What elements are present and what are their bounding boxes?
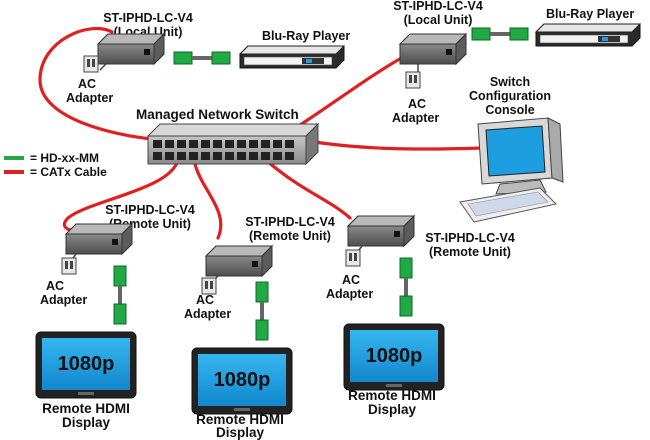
display-1-resolution: 1080p [58, 353, 115, 375]
local-unit-1-adapter-icon [83, 55, 99, 73]
remote-unit-2-adapter-l2: Adapter [184, 307, 231, 321]
console-label-3: Console [485, 103, 534, 117]
remote-unit-3-device [347, 215, 415, 247]
local-unit-2-adapter-l2: Adapter [392, 111, 439, 125]
remote-display-1: 1080p Remote HDMI Display [35, 331, 137, 430]
legend: = HD-xx-MM = CATx Cable [4, 151, 107, 179]
remote-display-3: 1080p Remote HDMI Display [343, 323, 445, 417]
cable-switch-remote2 [192, 158, 223, 240]
display-2-label-2: Display [216, 425, 265, 440]
local-unit-1-adapter-l1: AC [78, 77, 96, 91]
remote-unit-1-adapter-l1: AC [46, 279, 64, 293]
console-label-2: Configuration [469, 89, 551, 103]
monitor-icon [477, 117, 564, 195]
remote-unit-1-model: ST-IPHD-LC-V4 [105, 203, 195, 217]
switch-title: Managed Network Switch [136, 107, 299, 122]
remote-unit-2-hdmi-cable [255, 281, 269, 341]
local-unit-2-hdmi-cable [471, 27, 529, 41]
display-3-resolution: 1080p [366, 345, 423, 367]
display-2-label-1: Remote HDMI [196, 412, 284, 427]
remote-unit-3-adapter-icon [345, 249, 361, 267]
display-3-label-1: Remote HDMI [348, 388, 436, 403]
local-unit-1-device [97, 33, 165, 65]
bluray-1-label: Blu-Ray Player [262, 29, 350, 43]
remote-display-2: 1080p Remote HDMI Display [191, 347, 293, 440]
remote-unit-2: ST-IPHD-LC-V4 (Remote Unit) AC Adapter [184, 215, 335, 341]
remote-unit-1-hdmi-cable [113, 265, 127, 325]
legend-catx-label: = CATx Cable [30, 165, 107, 179]
local-unit-2-device [399, 33, 467, 65]
remote-unit-3-role: (Remote Unit) [429, 245, 511, 259]
switch-ports [153, 140, 294, 160]
local-unit-2: ST-IPHD-LC-V4 (Local Unit) AC Adapter [392, 0, 529, 125]
remote-unit-1: ST-IPHD-LC-V4 (Remote Unit) AC Adapter [40, 203, 195, 325]
display-1-label-2: Display [62, 415, 111, 430]
bluray-2-label: Blu-Ray Player [546, 7, 634, 21]
cable-switch-remote1 [62, 158, 180, 232]
local-unit-1-model: ST-IPHD-LC-V4 [103, 11, 193, 25]
config-console: Switch Configuration Console [459, 75, 564, 223]
remote-unit-2-device [205, 245, 273, 277]
remote-unit-1-adapter-l2: Adapter [40, 293, 87, 307]
cable-switch-console [300, 138, 484, 151]
remote-unit-2-adapter-icon [201, 277, 217, 295]
cable-switch-remote3 [264, 158, 352, 220]
legend-hdmi-label: = HD-xx-MM [30, 151, 99, 165]
remote-unit-3-model: ST-IPHD-LC-V4 [425, 231, 515, 245]
network-switch: Managed Network Switch [136, 107, 320, 166]
remote-unit-3: ST-IPHD-LC-V4 (Remote Unit) AC Adapter [326, 215, 515, 317]
local-unit-2-model: ST-IPHD-LC-V4 [393, 0, 483, 13]
cable-switch-local1 [38, 26, 192, 144]
local-unit-1-adapter-l2: Adapter [66, 91, 113, 105]
display-2-resolution: 1080p [214, 369, 271, 391]
display-1-label-1: Remote HDMI [42, 401, 130, 416]
console-label-1: Switch [490, 75, 530, 89]
remote-unit-3-hdmi-cable [399, 257, 413, 317]
remote-unit-1-adapter-icon [61, 257, 77, 275]
remote-unit-3-adapter-l2: Adapter [326, 287, 373, 301]
bluray-player-1: Blu-Ray Player [239, 29, 350, 69]
local-unit-2-adapter-l1: AC [408, 97, 426, 111]
display-3-label-2: Display [368, 402, 417, 417]
remote-unit-2-model: ST-IPHD-LC-V4 [245, 215, 335, 229]
keyboard-icon [459, 187, 557, 223]
local-unit-2-role: (Local Unit) [404, 13, 473, 27]
remote-unit-2-adapter-l1: AC [196, 293, 214, 307]
bluray-1-icon [239, 45, 345, 69]
bluray-player-2: Blu-Ray Player [535, 7, 641, 47]
local-unit-1-hdmi-cable [173, 51, 231, 65]
remote-unit-2-role: (Remote Unit) [249, 229, 331, 243]
remote-unit-3-adapter-l1: AC [342, 273, 360, 287]
local-unit-1: ST-IPHD-LC-V4 (Local Unit) AC Adapter [66, 11, 231, 105]
bluray-2-icon [535, 23, 641, 47]
local-unit-2-adapter-icon [405, 71, 421, 89]
remote-unit-1-device [65, 223, 133, 255]
